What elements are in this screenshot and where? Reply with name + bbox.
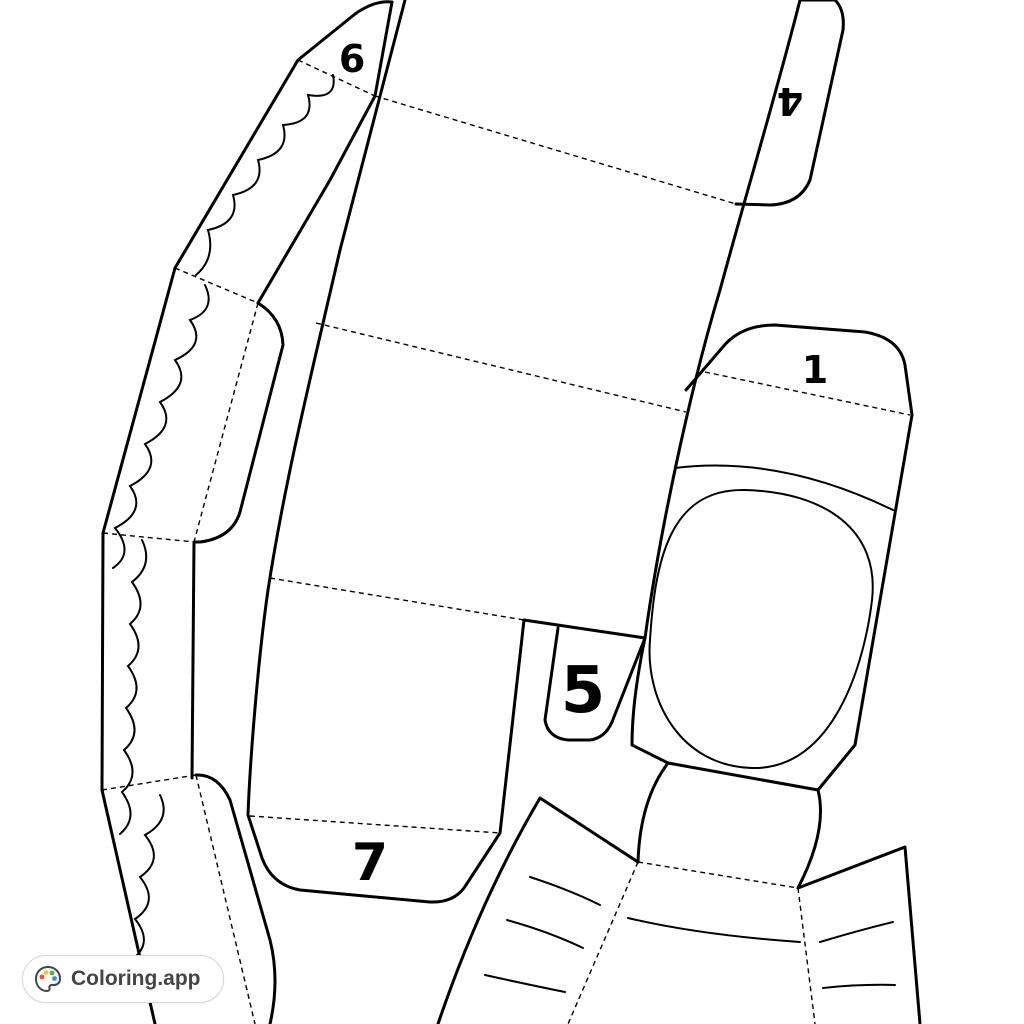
tab-5: 5 xyxy=(543,626,647,742)
legs xyxy=(436,796,922,1024)
tab-label-top-left: 9 xyxy=(339,35,365,79)
left-strip: 9 xyxy=(100,0,394,1024)
brand-badge[interactable]: Coloring.app xyxy=(22,955,224,1003)
body-panel xyxy=(246,0,802,904)
brand-name: Coloring.app xyxy=(71,967,201,990)
tab-top-right: 4 xyxy=(734,0,845,207)
face-panel: 1 xyxy=(630,323,914,890)
tab-label-top-right: 4 xyxy=(777,79,803,123)
tab-label-bottom: 7 xyxy=(352,833,388,893)
tab-label-middle: 5 xyxy=(561,654,606,728)
tab-label-right: 1 xyxy=(802,348,828,392)
palette-icon xyxy=(34,965,62,993)
